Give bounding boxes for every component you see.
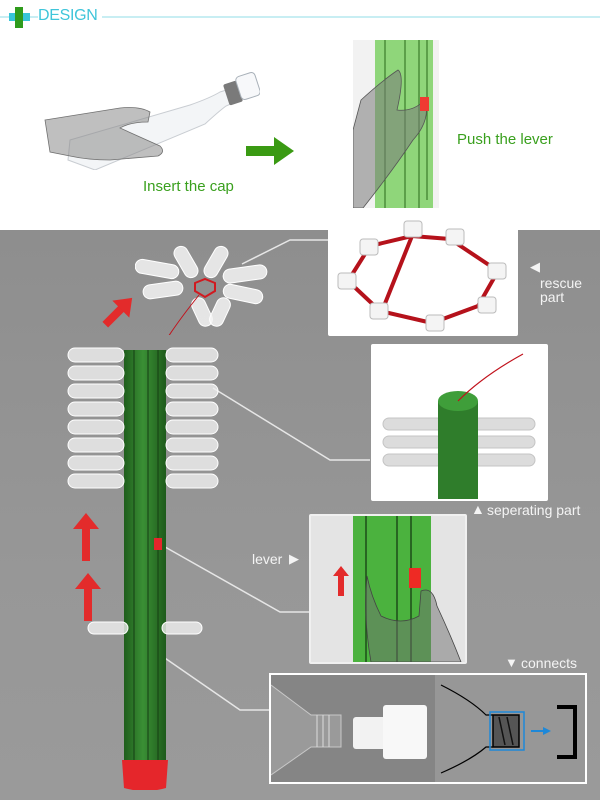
separating-part-detail <box>371 344 548 501</box>
step-2-illustration <box>353 40 439 208</box>
step-2-label: Push the lever <box>457 131 553 148</box>
connects-marker: ▼ <box>505 655 518 670</box>
rescue-part-label-line2: part <box>540 289 565 305</box>
arrow-right-icon <box>246 137 296 165</box>
arrow-up-right-icon <box>98 292 138 332</box>
connects-label: connects <box>521 655 578 671</box>
step-1-illustration <box>40 60 260 170</box>
tower-model <box>60 340 240 790</box>
arrow-up-icon-2 <box>75 573 101 621</box>
lever-label: lever <box>252 551 283 567</box>
lever-marker: ▶ <box>289 551 299 566</box>
header-rule <box>0 16 600 18</box>
separating-part-marker: ▲ <box>471 501 485 517</box>
plus-cross-icon-vertical <box>15 7 23 28</box>
lever-detail <box>309 514 467 664</box>
section-title: DESIGN <box>38 7 102 25</box>
rescue-part-detail <box>328 209 518 336</box>
rescue-ring-model <box>135 245 275 335</box>
arrow-up-icon <box>73 513 99 561</box>
rescue-part-marker: ◀ <box>530 259 540 274</box>
rescue-part-label-line1: rescue <box>540 275 583 291</box>
step-1-label: Insert the cap <box>143 178 234 195</box>
separating-part-label: seperating part <box>487 502 581 518</box>
connects-detail <box>269 673 587 784</box>
